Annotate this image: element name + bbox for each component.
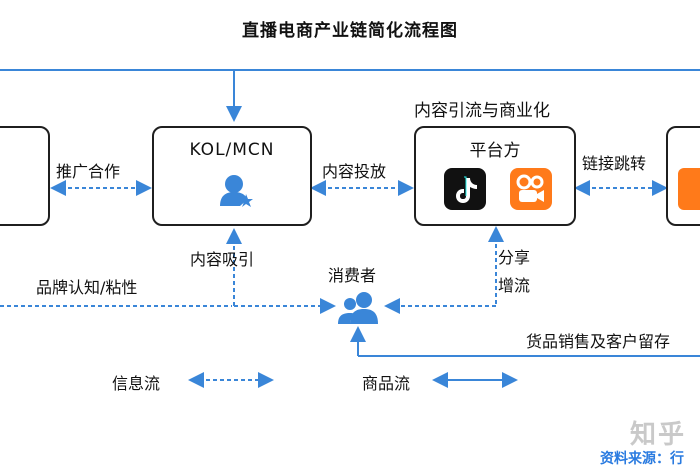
goods-sales-label: 货品销售及客户留存 bbox=[526, 332, 671, 351]
platform-box: 平台方 bbox=[414, 126, 576, 226]
kol-mcn-label: KOL/MCN bbox=[189, 140, 275, 160]
platform-header: 内容引流与商业化 bbox=[414, 101, 550, 121]
ecommerce-box bbox=[666, 126, 700, 226]
kuaishou-icon bbox=[510, 168, 552, 210]
page-title: 直播电商产业链简化流程图 bbox=[242, 21, 458, 41]
tiktok-icon bbox=[444, 168, 486, 210]
platform-label: 平台方 bbox=[469, 141, 521, 161]
consumer-icon bbox=[338, 292, 378, 324]
legend-goods-label: 商品流 bbox=[362, 374, 411, 393]
influencer-icon bbox=[220, 175, 253, 207]
brand-awareness-label: 品牌认知/粘性 bbox=[36, 278, 138, 297]
legend-info-label: 信息流 bbox=[112, 374, 161, 393]
source-note: 资料来源：行 bbox=[600, 451, 684, 467]
share-label-1: 分享 bbox=[498, 248, 531, 267]
share-label-2: 增流 bbox=[498, 276, 531, 295]
brand-box bbox=[0, 126, 50, 226]
kol-mcn-box: KOL/MCN bbox=[152, 126, 312, 226]
zhihu-watermark: 知乎 bbox=[629, 420, 686, 450]
consumer-label: 消费者 bbox=[328, 266, 377, 285]
promote-label: 推广合作 bbox=[56, 162, 121, 181]
content-attract-label: 内容吸引 bbox=[190, 250, 255, 269]
content-delivery-label: 内容投放 bbox=[322, 162, 387, 181]
ecommerce-app-icon bbox=[678, 168, 700, 210]
link-redirect-label: 链接跳转 bbox=[582, 154, 647, 173]
